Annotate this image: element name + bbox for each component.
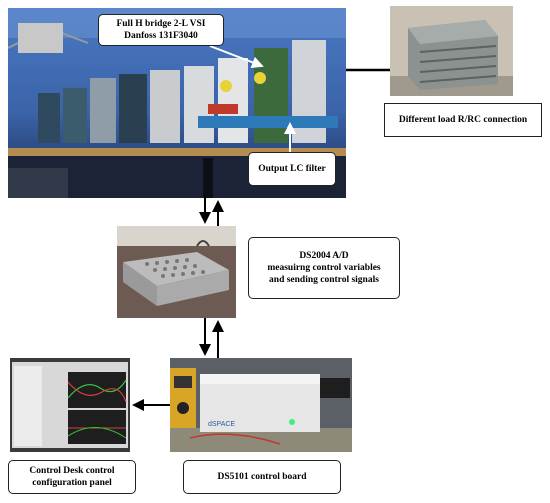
dspace-logo: dSPACE [208, 421, 235, 428]
control-desk-photo [10, 358, 130, 452]
control-desk-label-line1: Control Desk control [29, 466, 115, 476]
ds2004-label-line3: and sending control signals [269, 275, 379, 285]
ds5101-photo: dSPACE [170, 358, 352, 452]
vsi-label-line1: Full H bridge 2-L VSI [116, 19, 206, 29]
ds2004-label-line1: DS2004 A/D [299, 251, 349, 261]
load-bank-photo [390, 6, 513, 96]
arrow-label-to-vsi [209, 45, 264, 69]
ds2004-label-line2: measuirng control variables [267, 263, 381, 273]
ds2004-label: DS2004 A/D measuirng control variables a… [248, 237, 400, 299]
load-label: Different load R/RC connection [384, 103, 542, 137]
lc-filter-label: Output LC filter [248, 152, 336, 186]
vsi-label-line2: Danfoss 131F3040 [124, 31, 198, 41]
ds2004-photo [117, 226, 236, 318]
vsi-label: Full H bridge 2-L VSI Danfoss 131F3040 [98, 14, 224, 46]
control-desk-label: Control Desk control configuration panel [8, 460, 136, 494]
ds5101-label: DS5101 control board [183, 460, 341, 494]
control-desk-label-line2: configuration panel [32, 478, 112, 488]
